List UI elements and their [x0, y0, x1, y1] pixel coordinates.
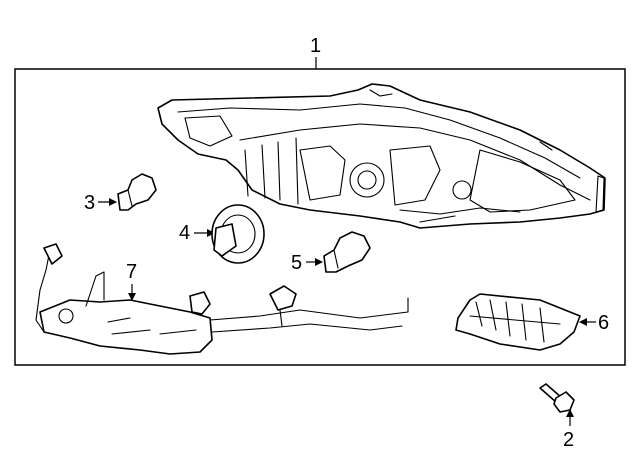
- callout-1-label: 1: [310, 35, 321, 57]
- callout-7-label: 7: [126, 261, 137, 283]
- bulb-part-5: [323, 231, 371, 273]
- callout-1: 1: [310, 35, 321, 69]
- callout-7: 7: [126, 261, 137, 301]
- bulb-part-3: [117, 173, 157, 211]
- callout-5: 5: [291, 252, 323, 274]
- bracket-part-6: [455, 293, 581, 351]
- callout-2-label: 2: [563, 429, 574, 451]
- headlamp-assembly: [157, 83, 606, 229]
- callout-6-label: 6: [598, 312, 609, 334]
- wiring-harness-part-7: [35, 243, 409, 355]
- callout-2: 2: [563, 409, 574, 451]
- callout-6: 6: [579, 312, 609, 334]
- callout-5-label: 5: [291, 252, 302, 274]
- callout-4: 4: [179, 222, 215, 244]
- callout-3: 3: [84, 192, 117, 214]
- callout-3-label: 3: [84, 192, 95, 214]
- callout-4-label: 4: [179, 222, 190, 244]
- socket-part-4: [211, 204, 265, 264]
- bolt-part-2: [539, 383, 575, 413]
- assembly-frame: [14, 68, 626, 366]
